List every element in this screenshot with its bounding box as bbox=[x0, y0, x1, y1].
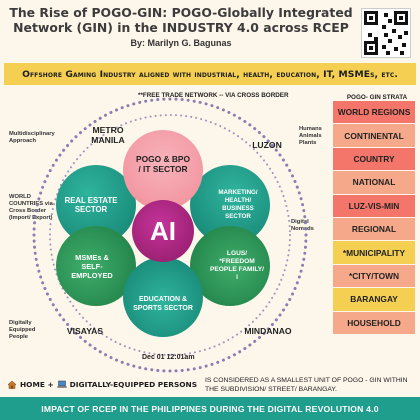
stratum-city-town: *CITY/TOWN bbox=[333, 264, 415, 288]
laptop-icon bbox=[56, 380, 67, 388]
petal-marketing: MARKETING/ HEALTH/ BUSINESS SECTOR bbox=[190, 165, 270, 245]
smallest-unit-description: IS CONSIDERED AS A SMALLEST UNIT OF POGO… bbox=[205, 377, 408, 393]
petal-lgus: LGUS/ *FREEDOM PEOPLE FAMILY/ I bbox=[190, 226, 270, 306]
stratum-world-regions: WORLD REGIONS bbox=[333, 101, 415, 124]
home-icon bbox=[7, 380, 17, 389]
stratum-national: NATIONAL bbox=[333, 171, 415, 194]
petal-msmes-label: MSMEs & SELF-EMPLOYED bbox=[71, 252, 113, 280]
region-luzon: LUZON bbox=[252, 140, 282, 150]
petal-education: EDUCATION & SPORTS SECTOR bbox=[123, 257, 203, 337]
stratum-country: COUNTRY bbox=[333, 147, 415, 171]
petal-education-label: EDUCATION & SPORTS SECTOR bbox=[133, 296, 193, 312]
petal-real-estate-label: REAL ESTATE SECTOR bbox=[64, 195, 118, 215]
side-note-multidisciplinary: Multidisciplinary Approach bbox=[9, 131, 55, 144]
region-mindanao: MINDANAO bbox=[244, 326, 292, 336]
home-persons-line: HOME + DIGITALLY-EQUIPPED PERSONS bbox=[7, 380, 197, 389]
stratum-regional: REGIONAL bbox=[333, 217, 415, 241]
petal-pogo: POGO & BPO / IT SECTOR bbox=[123, 130, 203, 210]
qr-code[interactable] bbox=[361, 8, 411, 58]
persons-label: DIGITALLY-EQUIPPED PERSONS bbox=[69, 380, 198, 389]
free-trade-note: **FREE TRADE NETWORK -- VIA CROSS BORDER bbox=[138, 92, 289, 99]
side-note-humans: Humans Animals Plants bbox=[299, 126, 322, 146]
inner-dotted-ring bbox=[49, 114, 291, 356]
author-line: By: Marilyn G. Bagunas bbox=[130, 38, 232, 48]
region-visayas: VISAYAS bbox=[66, 326, 104, 336]
stratum-luz-vis-min: LUZ-VIS-MIN bbox=[333, 194, 415, 217]
home-label: HOME + bbox=[20, 380, 54, 389]
stratum-municipality: *MUNICIPALITY bbox=[333, 241, 415, 264]
side-note-world-countries: WORLD COUNTRIES via Cross Border (Import… bbox=[9, 194, 53, 221]
timestamp: Dec 01 12:01am bbox=[142, 354, 195, 361]
page-title: The Rise of POGO-GIN: POGO-Globally Inte… bbox=[9, 5, 353, 35]
footer-banner: IMPACT OF RCEP IN THE PHILIPPINES DURING… bbox=[0, 397, 420, 420]
petal-lgus-label: LGUS/ *FREEDOM PEOPLE FAMILY/ I bbox=[210, 249, 264, 282]
outer-dotted-ring bbox=[32, 97, 308, 373]
side-note-nomads: Digital Nomads bbox=[291, 219, 314, 232]
industry-banner: Offshore Gaming Industry aligned with in… bbox=[4, 63, 416, 85]
center-ai-label: AI bbox=[150, 215, 176, 246]
region-metro-manila: METRO MANILA bbox=[91, 125, 125, 145]
petal-pogo-label: POGO & BPO / IT SECTOR bbox=[136, 154, 190, 174]
strata-title: POGO- GIN STRATA bbox=[346, 94, 408, 101]
stratum-household: HOUSEHOLD bbox=[333, 311, 415, 334]
center-ai: AI bbox=[132, 200, 194, 262]
stratum-continental: CONTINENTAL bbox=[333, 124, 415, 147]
side-note-digitally-equipped: Digitally Equipped People bbox=[9, 320, 36, 340]
stratum-barangay: BARANGAY bbox=[333, 288, 415, 311]
petal-marketing-label: MARKETING/ HEALTH/ BUSINESS SECTOR bbox=[218, 189, 258, 220]
petal-msmes: MSMEs & SELF-EMPLOYED bbox=[56, 226, 136, 306]
